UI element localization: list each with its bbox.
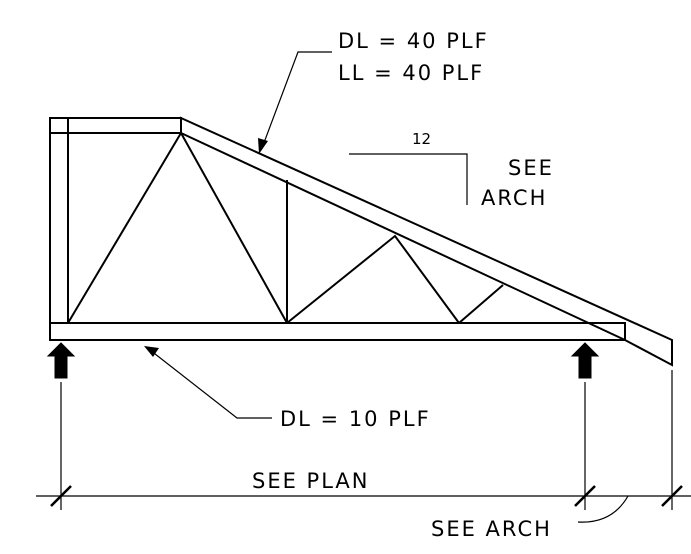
top-chord-dl-label: DL = 40 PLF [338, 29, 489, 53]
dimension-tick [50, 485, 72, 507]
sloped-top-chord [180, 116, 673, 367]
web-diagonal [67, 130, 288, 324]
support-arrow-right [570, 342, 600, 379]
top-chord-ll-label: LL = 40 PLF [338, 61, 484, 85]
truss [49, 116, 673, 367]
bottom-chord-load-leader [144, 346, 272, 419]
left-end-post [49, 117, 69, 324]
web-diagonal [458, 284, 504, 324]
overhang-note-leader [577, 495, 629, 523]
span-dimension-label: SEE PLAN [252, 469, 369, 493]
top-chord-load-leader [258, 51, 332, 154]
slope-note-line2: ARCH [481, 186, 547, 210]
span-dimension [36, 370, 691, 510]
support-arrow-left [46, 342, 76, 379]
flat-top-chord [49, 117, 182, 134]
dimension-tick [574, 485, 596, 507]
bottom-chord-dl-label: DL = 10 PLF [280, 407, 431, 431]
overhang-note-label: SEE ARCH [431, 517, 552, 541]
slope-rise-label: 12 [412, 130, 431, 148]
slope-note-line1: SEE [508, 156, 554, 180]
slope-indicator [349, 153, 468, 205]
web-diagonal [286, 234, 460, 324]
bottom-chord [49, 322, 626, 341]
dimension-tick [661, 485, 683, 507]
truss-webs [67, 130, 504, 324]
